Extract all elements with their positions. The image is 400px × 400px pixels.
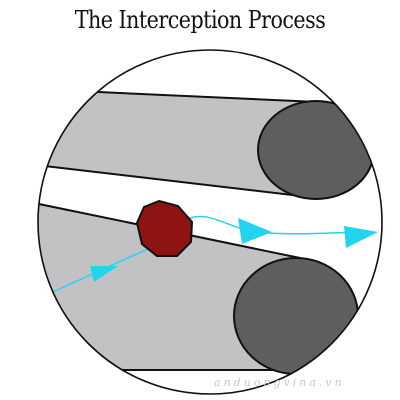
flow-arrow-exit (344, 226, 378, 248)
flow-arrow-middle (238, 218, 272, 244)
lower-fiber-end (233, 257, 359, 375)
lower-fiber (38, 196, 359, 375)
flow-streamline (43, 215, 378, 297)
upper-fiber-end (257, 100, 375, 200)
watermark: anduongvina.vn (214, 376, 345, 389)
flow-arrow-incoming (90, 266, 118, 282)
upper-fiber (38, 86, 375, 200)
diagram-title: The Interception Process (74, 6, 326, 34)
magnified-view-border (37, 49, 383, 395)
captured-particle (135, 199, 194, 257)
